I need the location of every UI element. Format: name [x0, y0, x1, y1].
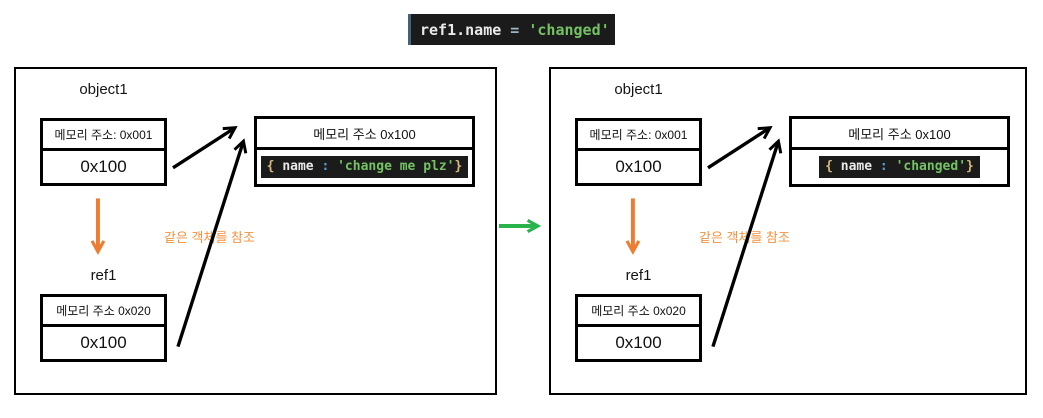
object-literal-row: { name : 'changed'} — [792, 150, 1007, 184]
object-literal-code: { name : 'changed'} — [819, 155, 980, 179]
code-operator: = — [501, 20, 529, 39]
property-string: 'change me plz' — [337, 158, 455, 174]
heap-address-header: 메모리 주소 0x100 — [792, 119, 1007, 150]
object1-label: object1 — [79, 81, 128, 98]
code-target: ref1.name — [420, 20, 502, 39]
panel-before: object1 메모리 주소: 0x001 0x100 메모리 주소 0x100… — [14, 67, 497, 395]
heap-address-header: 메모리 주소 0x100 — [257, 119, 472, 150]
colon-token: : — [872, 158, 896, 174]
memory-address-header: 메모리 주소: 0x001 — [43, 121, 164, 151]
stack-variable-box: 메모리 주소: 0x001 0x100 — [575, 118, 702, 186]
heap-object-box: 메모리 주소 0x100 { name : 'changed'} — [789, 116, 1010, 187]
property-string: 'changed' — [895, 158, 967, 174]
ref1-label: ref1 — [625, 267, 652, 284]
transition-arrow-icon — [499, 212, 550, 240]
pointer-value: 0x100 — [615, 333, 662, 352]
ref1-label: ref1 — [90, 267, 117, 284]
pointer-value: 0x100 — [615, 157, 662, 176]
object1-label: object1 — [614, 81, 663, 98]
property-key: name — [840, 158, 873, 174]
same-object-annotation: 같은 객체를 참조 — [699, 230, 790, 245]
open-brace: { — [266, 158, 283, 174]
object-literal-code: { name : 'change me plz'} — [260, 155, 469, 179]
pointer-value: 0x100 — [80, 157, 127, 176]
memory-address-header: 메모리 주소 0x020 — [43, 297, 164, 327]
ref-variable-box: 메모리 주소 0x020 0x100 — [40, 294, 167, 362]
ref-variable-box: 메모리 주소 0x020 0x100 — [575, 294, 702, 362]
short-pointer-arrow-icon — [707, 128, 769, 170]
heap-object-box: 메모리 주소 0x100 { name : 'change me plz'} — [254, 116, 475, 187]
memory-address-header: 메모리 주소 0x020 — [578, 297, 699, 327]
property-key: name — [282, 158, 314, 174]
pointer-value: 0x100 — [80, 333, 127, 352]
code-statement: ref1.name = 'changed' — [408, 14, 615, 45]
colon-token: : — [313, 158, 338, 174]
stack-variable-box: 메모리 주소: 0x001 0x100 — [40, 118, 167, 186]
panel-after: object1 메모리 주소: 0x001 0x100 메모리 주소 0x100… — [549, 67, 1027, 395]
object-literal-row: { name : 'change me plz'} — [257, 150, 472, 184]
code-string-value: 'changed' — [528, 20, 610, 39]
close-brace: } — [966, 158, 974, 174]
same-object-annotation: 같은 객체를 참조 — [164, 230, 255, 245]
open-brace: { — [825, 158, 841, 174]
memory-address-header: 메모리 주소: 0x001 — [578, 121, 699, 151]
close-brace: } — [454, 158, 463, 174]
short-pointer-arrow-icon — [172, 128, 234, 170]
